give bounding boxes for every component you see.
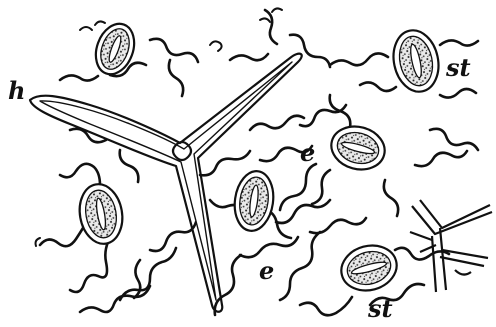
label-stoma-top: st <box>446 56 471 80</box>
label-stoma-bottom: st <box>368 297 393 321</box>
stoma-4 <box>231 169 277 234</box>
stoma-6 <box>336 240 401 297</box>
branched-trichome-fragment <box>410 200 492 292</box>
stoma-3 <box>326 121 389 176</box>
label-epidermis-lower: e <box>259 259 274 283</box>
stoma-5 <box>75 181 127 247</box>
stoma-2 <box>388 26 444 96</box>
stoma-1 <box>89 18 141 79</box>
label-epidermis-upper: e <box>300 141 315 165</box>
label-hair: h <box>8 79 25 103</box>
